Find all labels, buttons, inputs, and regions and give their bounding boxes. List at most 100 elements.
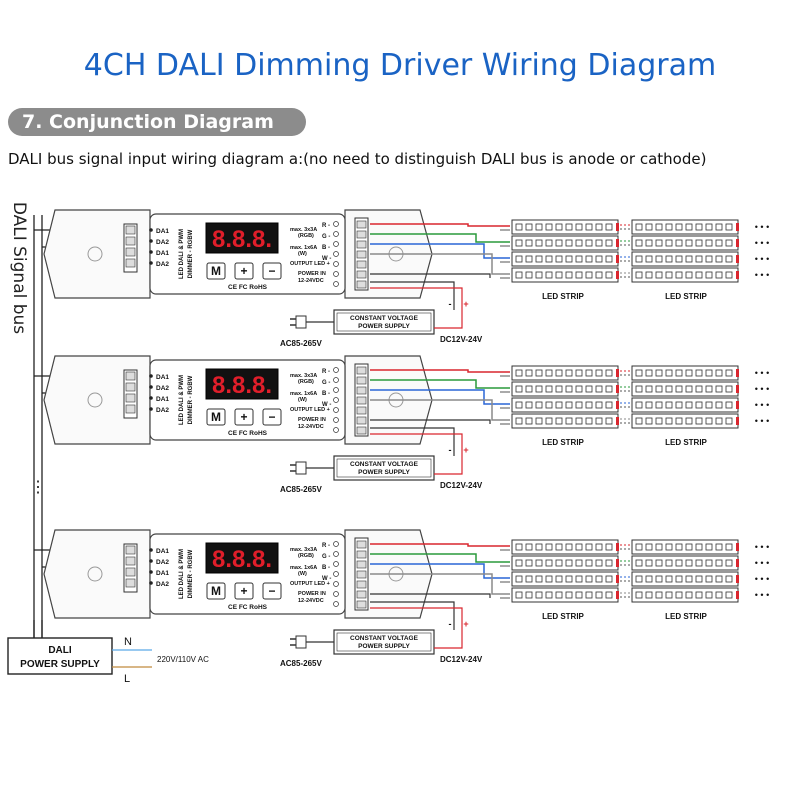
led-chip-icon xyxy=(545,543,553,551)
led-chip-icon xyxy=(705,271,713,279)
led-chip-icon xyxy=(535,369,543,377)
led-chip-icon xyxy=(565,543,573,551)
led-chip-icon xyxy=(635,385,643,393)
led-strip-label: LED STRIP xyxy=(665,292,707,301)
led-chip-icon xyxy=(705,255,713,263)
output-led-label: OUTPUT LED + xyxy=(290,261,330,267)
model-label: DIMMER - RGBW xyxy=(188,375,194,424)
led-chip-icon xyxy=(555,591,563,599)
strip-end-cap xyxy=(616,255,619,263)
led-chip-icon xyxy=(675,575,683,583)
strip-end-cap xyxy=(616,239,619,247)
led-chip-icon xyxy=(675,239,683,247)
led-chip-icon xyxy=(585,559,593,567)
strip-end-cap xyxy=(736,401,739,409)
led-chip-icon xyxy=(685,385,693,393)
led-chip-icon xyxy=(525,401,533,409)
led-chip-icon xyxy=(595,223,603,231)
led-chip-icon xyxy=(605,417,613,425)
terminal-circle xyxy=(333,551,339,557)
led-chip-icon xyxy=(565,559,573,567)
led-chip-icon xyxy=(565,369,573,377)
led-chip-icon xyxy=(695,223,703,231)
terminal-circle xyxy=(333,417,339,423)
terminal-circle xyxy=(333,397,339,403)
model-label: LED DALI & PWM xyxy=(179,549,185,599)
dali-terminal-label: DA1 xyxy=(156,570,169,577)
terminal-circle xyxy=(333,281,339,287)
led-chip-icon xyxy=(635,543,643,551)
led-chip-icon xyxy=(695,401,703,409)
led-chip-icon xyxy=(685,543,693,551)
led-chip-icon xyxy=(725,385,733,393)
led-chip-icon xyxy=(655,417,663,425)
terminal-screw-icon xyxy=(125,404,136,414)
led-chip-icon xyxy=(565,417,573,425)
power-in-label: POWER IN xyxy=(298,591,326,597)
terminal-dot xyxy=(149,385,153,389)
mains-label: 220V/110V AC xyxy=(157,655,209,664)
led-chip-icon xyxy=(635,255,643,263)
led-chip-icon xyxy=(645,559,653,567)
led-chip-icon xyxy=(725,223,733,231)
terminal-circle xyxy=(333,251,339,257)
led-chip-icon xyxy=(715,543,723,551)
strip-end-cap xyxy=(616,385,619,393)
led-chip-icon xyxy=(595,239,603,247)
output-terminal-label: B - xyxy=(322,245,330,251)
led-chip-icon xyxy=(525,385,533,393)
led-chip-icon xyxy=(675,255,683,263)
power-in-range: 12-24VDC xyxy=(298,278,324,284)
rating-w: max. 1x6A xyxy=(290,391,317,397)
bus-ellipsis: ⋮ xyxy=(30,479,46,496)
strip-end-cap xyxy=(736,239,739,247)
strip-end-cap xyxy=(616,223,619,231)
led-chip-icon xyxy=(705,223,713,231)
led-chip-icon xyxy=(655,385,663,393)
led-chip-icon xyxy=(575,369,583,377)
led-chip-icon xyxy=(655,223,663,231)
led-chip-icon xyxy=(635,591,643,599)
power-in-range: 12-24VDC xyxy=(298,598,324,604)
cert-label: CE FC RoHS xyxy=(228,430,268,437)
led-chip-icon xyxy=(675,271,683,279)
led-chip-icon xyxy=(685,559,693,567)
led-chip-icon xyxy=(645,223,653,231)
led-chip-icon xyxy=(705,591,713,599)
led-chip-icon xyxy=(715,369,723,377)
display-digits: 8.8.8. xyxy=(212,226,272,253)
dc-plus-wire xyxy=(370,287,463,329)
terminal-screw-icon xyxy=(356,220,367,229)
terminal-screw-icon xyxy=(125,567,136,577)
led-chip-icon xyxy=(715,591,723,599)
led-chip-icon xyxy=(665,255,673,263)
led-chip-icon xyxy=(655,559,663,567)
led-chip-icon xyxy=(575,591,583,599)
led-strip-label: LED STRIP xyxy=(542,292,584,301)
led-chip-icon xyxy=(635,239,643,247)
led-chip-icon xyxy=(675,401,683,409)
led-chip-icon xyxy=(535,223,543,231)
dc-minus-wire xyxy=(370,281,455,310)
button-label: + xyxy=(240,410,247,424)
led-chip-icon xyxy=(535,559,543,567)
strip-end-cap xyxy=(736,559,739,567)
ac-input-label: AC85-265V xyxy=(280,659,322,668)
button-label: + xyxy=(240,264,247,278)
terminal-screw-icon xyxy=(125,225,136,235)
led-chip-icon xyxy=(515,559,523,567)
led-chip-icon xyxy=(575,401,583,409)
led-chip-icon xyxy=(635,417,643,425)
led-chip-icon xyxy=(595,385,603,393)
led-chip-icon xyxy=(575,239,583,247)
led-chip-icon xyxy=(675,223,683,231)
led-chip-icon xyxy=(555,417,563,425)
led-chip-icon xyxy=(705,559,713,567)
rating-w: max. 1x6A xyxy=(290,245,317,251)
rating-w-sub: (W) xyxy=(298,397,307,403)
terminal-dot xyxy=(149,228,153,232)
led-chip-icon xyxy=(685,591,693,599)
led-chip-icon xyxy=(515,575,523,583)
led-chip-icon xyxy=(645,575,653,583)
